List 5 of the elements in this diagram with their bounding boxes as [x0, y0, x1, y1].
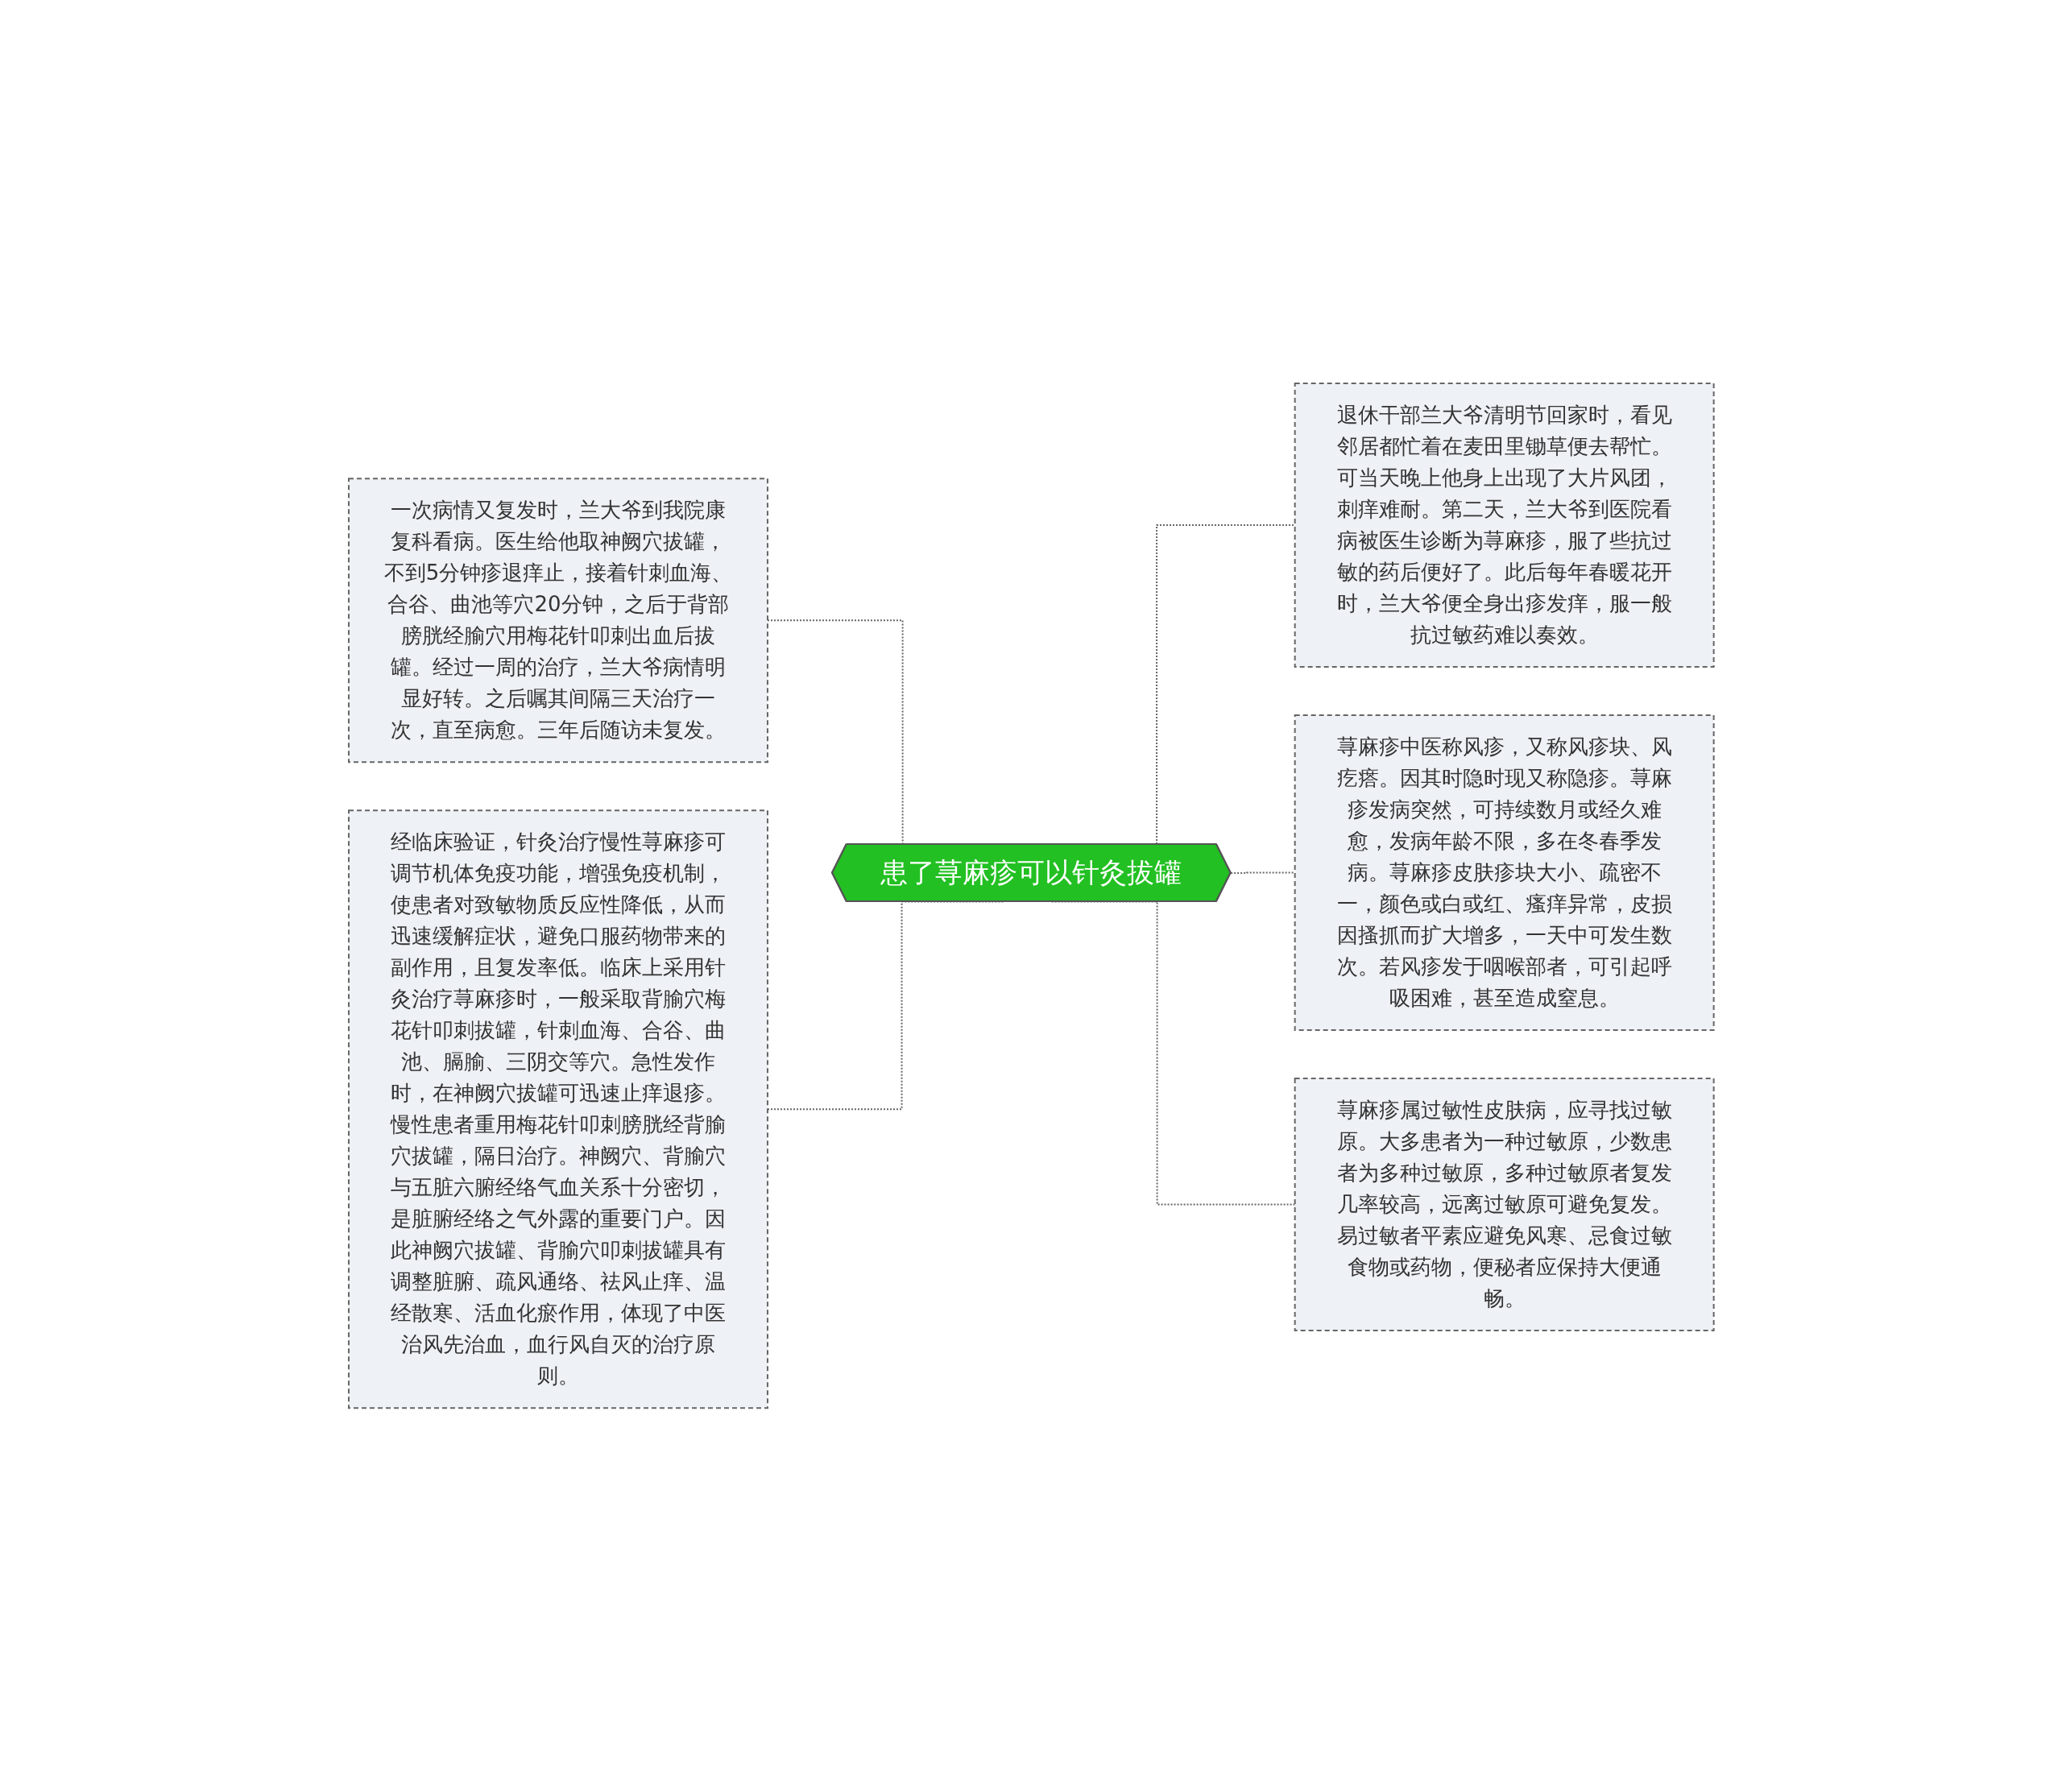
node-box: 荨麻疹属过敏性皮肤病，应寻找过敏原。大多患者为一种过敏原，少数患者为多种过敏原，多种过敏原者复发几率较高，远离过敏原可避免复发。易过敏者平素应避免风寒、忌食过敏食物或药物，便秘者应保持大便通畅。: [1294, 1078, 1715, 1332]
node-box: 退休干部兰大爷清明节回家时，看见邻居都忙着在麦田里锄草便去帮忙。可当天晚上他身上出现了大片风团，刺痒难耐。第二天，兰大爷到医院看病被医生诊断为荨麻疹，服了些抗过敏的药后便好了。此后每年春暖花开时，兰大爷便全身出疹发痒，服一般抗过敏药难以奏效。: [1294, 383, 1715, 668]
node-box: 一次病情又复发时，兰大爷到我院康复科看病。医生给他取神阙穴拔罐，不到5分钟疹退痒止，接着针刺血海、合谷、曲池等穴20分钟，之后于背部膀胱经腧穴用梅花针叩刺出血后拔罐。经过一周的治疗，兰大爷病情明显好转。之后嘱其间隔三天治疗一次，直至病愈。三年后随访未复发。: [347, 478, 768, 764]
node-box: 荨麻疹中医称风疹，又称风疹块、风疙瘩。因其时隐时现又称隐疹。荨麻疹发病突然，可持续数月或经久难愈，发病年龄不限，多在冬春季发病。荨麻疹皮肤疹块大小、疏密不一，颜色或白或红、瘙痒异常，皮损因搔抓而扩大增多，一天中可发生数次。若风疹发于咽喉部者，可引起呼吸困难，甚至造成窒息。: [1294, 714, 1715, 1032]
node-box: 经临床验证，针灸治疗慢性荨麻疹可调节机体免疫功能，增强免疫机制，使患者对致敏物质反应性降低，从而迅速缓解症状，避免口服药物带来的副作用，且复发率低。临床上采用针灸治疗荨麻疹时，一般采取背腧穴梅花针叩刺拔罐，针刺血海、合谷、曲池、膈腧、三阴交等穴。急性发作时，在神阙穴拔罐可迅速止痒退疹。慢性患者重用梅花针叩刺膀胱经背腧穴拔罐，隔日治疗。神阙穴、背腧穴与五脏六腑经络气血关系十分密切，是脏腑经络之气外露的重要门户。因此神阙穴拔罐、背腧穴叩刺拔罐具有调整脏腑、疏风通络、祛风止痒、温经散寒、活血化瘀作用，体现了中医治风先治血，血行风自灭的治疗原则。: [347, 809, 768, 1409]
